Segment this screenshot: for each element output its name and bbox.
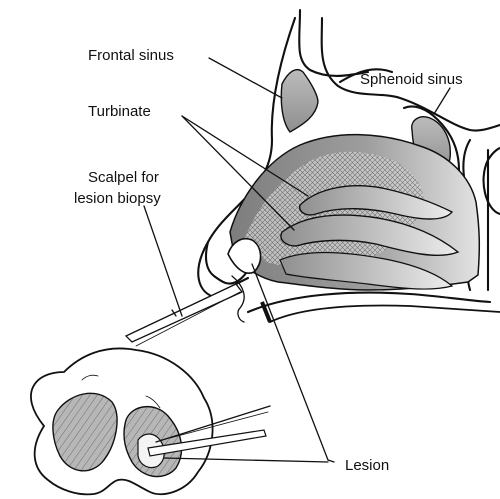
lateral-scalpel [126, 278, 248, 346]
frontal-sinus-shape [281, 70, 318, 132]
frontal-sinus-label: Frontal sinus [88, 47, 174, 64]
leader-lesion-join [328, 460, 334, 462]
leader-scalpel [144, 206, 182, 316]
lesion-label: Lesion [345, 457, 389, 474]
turbinate-label: Turbinate [88, 103, 151, 120]
lesion-shape [228, 239, 261, 273]
hard-palate-line [262, 302, 500, 322]
posterior-contour [484, 148, 500, 214]
scalpel-label-line1: Scalpel for [88, 169, 159, 186]
nasal-bottom-view [31, 348, 213, 494]
sphenoid-sinus-label: Sphenoid sinus [360, 71, 463, 88]
scalpel-label-line2: lesion biopsy [74, 190, 161, 207]
leader-frontal-sinus [209, 58, 282, 98]
forehead-inner-contour [299, 10, 368, 76]
leader-sphenoid-sinus [434, 88, 450, 114]
